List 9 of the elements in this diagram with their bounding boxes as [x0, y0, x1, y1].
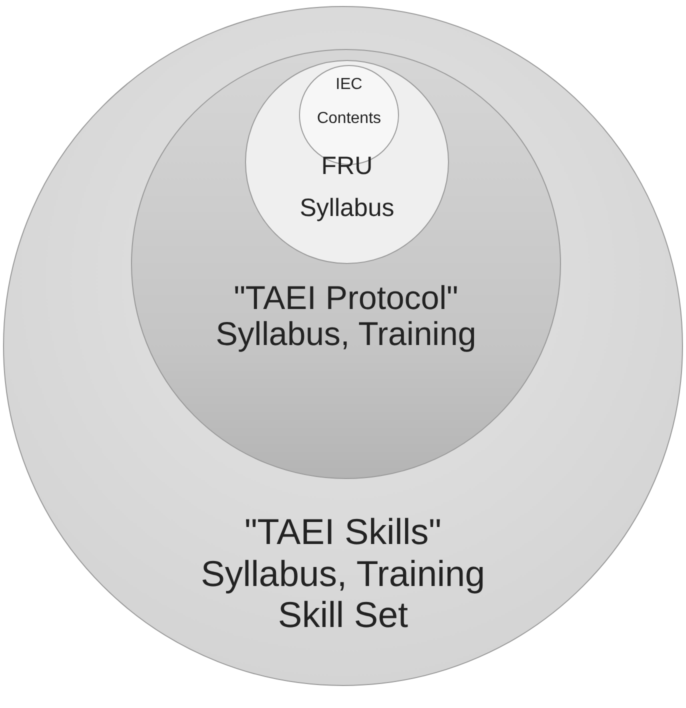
circle-label: "TAEI Protocol" — [234, 280, 458, 316]
circle-label: Syllabus — [300, 194, 394, 222]
circle-label: Syllabus, Training — [200, 554, 486, 594]
circle-label: FRU — [321, 153, 373, 180]
circle-label: Skill Set — [278, 595, 408, 635]
circle-label: Syllabus, Training — [216, 316, 476, 353]
circle-label: IEC — [336, 76, 362, 94]
circle-label: Contents — [316, 110, 382, 128]
circle-label: "TAEI Skills" — [244, 512, 442, 552]
